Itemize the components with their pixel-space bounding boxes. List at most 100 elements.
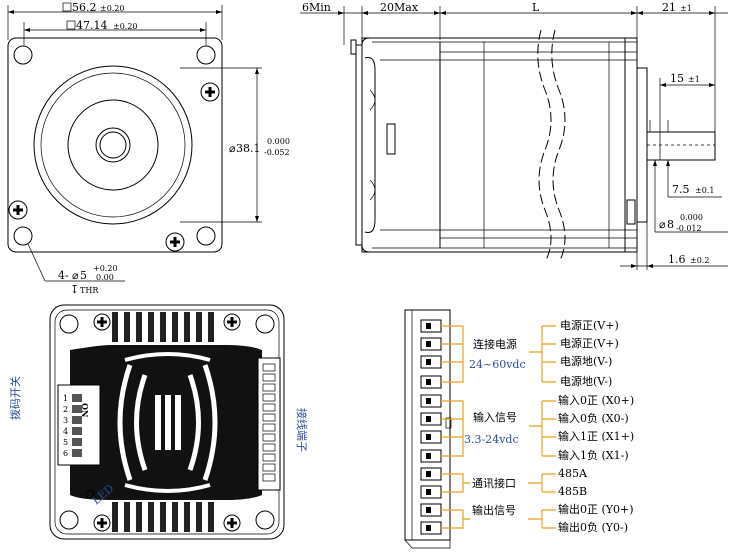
dim-21-tol: ±1 [680, 4, 692, 13]
screw-icon [8, 200, 28, 220]
pin-label: 输入1负 (X1-) [558, 448, 629, 462]
connector-pin-contact [426, 323, 431, 329]
screw-icon [200, 82, 220, 102]
dip-on-label: ON [80, 403, 90, 417]
led-indicator [85, 489, 95, 499]
connector-pin-contact [426, 379, 431, 385]
dim-1-6-tol: ±0.2 [690, 256, 709, 265]
dim-6min-text: 6Min [302, 1, 331, 14]
heatsink-fins-bottom [112, 502, 214, 532]
group-title-power: 连接电源 [473, 337, 517, 351]
dim-hole-spacing-text: 47.14 [76, 19, 108, 32]
dim-21-text: 21 [662, 1, 676, 14]
hole-dia-text: 5 [80, 269, 87, 282]
dim-1-6-text: 1.6 [668, 253, 686, 266]
dim-7-5-text: 7.5 [672, 183, 690, 196]
motor-face-outline [7, 37, 223, 253]
connector-pin-contact [426, 359, 431, 365]
dip-number: 6 [63, 449, 68, 458]
hole-callout-text: 4- [58, 269, 69, 282]
pin-label: 输入0负 (X0-) [558, 411, 629, 425]
hole-tol-lower: 0.00 [96, 273, 114, 282]
terminal-diagram: 连接电源 24~60vdc 电源正(V+) 电源正(V+) 电源地(V-) 电源… [404, 309, 634, 549]
screw-icon [223, 514, 241, 532]
connector-pin-contact [426, 471, 431, 477]
dim-15-text: 15 [670, 72, 684, 85]
mount-hole-tr [255, 314, 275, 334]
screw-icon [165, 232, 185, 252]
connector-pin-contact [426, 489, 431, 495]
dip-number: 4 [63, 427, 68, 436]
dim-pilot-text: 38.1 [236, 142, 261, 155]
pin-label: 输出0负 (Y0-) [558, 520, 628, 534]
dim-pilot-tol-lower: -0.052 [264, 148, 290, 157]
pin-label: 电源正(V+) [560, 318, 619, 332]
mount-hole-bl [59, 510, 79, 530]
diameter-symbol: ⌀ [229, 142, 236, 155]
dip-switch-levers [72, 394, 82, 457]
terminal-pins [262, 363, 276, 482]
connector-pin-contact [426, 434, 431, 440]
dip-number: 1 [63, 394, 68, 403]
dim-shaft-text: 8 [667, 218, 674, 231]
dim-outer-tol: ±0.20 [100, 4, 125, 13]
pilot-boss [67, 99, 159, 191]
hole-tol-upper: +0.20 [93, 264, 118, 273]
pin-label: 输入0正 (X0+) [558, 393, 634, 407]
mount-hole-tl [13, 45, 33, 65]
pilot-outer [33, 65, 193, 225]
hole-depth-text: THR [80, 286, 99, 295]
back-view: ON 1 2 3 4 5 6 拨码开关 接线端子 LED [8, 304, 309, 540]
group-title-comm: 通讯接口 [472, 477, 516, 490]
connector-pin-contact [426, 507, 431, 513]
dim-7-5-tol: ±0.1 [695, 186, 714, 195]
usb-port [386, 123, 396, 155]
group-subtitle-input: 3.3-24vdc [464, 433, 519, 446]
group-title-input: 输入信号 [473, 410, 517, 424]
dim-shaft-tol-lower: -0.012 [676, 224, 702, 233]
mount-hole-br [196, 226, 216, 246]
diameter-symbol: ⌀ [659, 218, 666, 231]
dip-number: 3 [63, 416, 68, 425]
motor-body-outline [361, 37, 638, 253]
group-title-output: 输出信号 [472, 503, 516, 517]
connector-stub [350, 39, 357, 55]
connector-pin-contact [426, 398, 431, 404]
front-view: 56.2 ±0.20 47.14 ±0.20 [7, 1, 290, 296]
mount-hole-br [255, 510, 275, 530]
connector-pins [420, 319, 442, 535]
dip-number: 5 [63, 438, 68, 447]
dim-outer-text: 56.2 [72, 1, 97, 14]
pin-label: 485B [558, 485, 587, 498]
depth-symbol: ↧ [70, 283, 79, 296]
connector-pin-contact [426, 525, 431, 531]
heatsink-fins-top [112, 312, 214, 342]
pin-label: 电源正(V+) [560, 336, 619, 350]
dim-hole-spacing-tol: ±0.20 [113, 22, 138, 31]
mount-hole-tr [196, 45, 216, 65]
connector-pin-contact [426, 453, 431, 459]
screw-icon [93, 313, 111, 331]
dip-number: 2 [63, 405, 68, 414]
group-subtitle-power: 24~60vdc [469, 358, 526, 371]
mount-hole-tl [59, 314, 79, 334]
terminal-label: 接线端子 [295, 408, 309, 452]
dim-15-tol: ±1 [688, 75, 700, 84]
side-view: 6Min 20Max L 21 ±1 [300, 1, 728, 270]
dim-shaft-tol-upper: 0.000 [680, 213, 703, 222]
pin-label: 电源地(V-) [560, 354, 612, 368]
dim-pilot-tol-upper: 0.000 [267, 137, 290, 146]
dip-switch-label: 拨码开关 [8, 376, 22, 420]
pin-label: 电源地(V-) [560, 374, 612, 388]
diameter-symbol: ⌀ [72, 269, 79, 282]
pin-label: 485A [558, 467, 588, 480]
pilot-boss-side [636, 67, 648, 223]
dim-L-text: L [532, 1, 540, 14]
shaft-circle [99, 131, 127, 159]
shaft [646, 131, 716, 161]
pin-label: 输入1正 (X1+) [558, 429, 634, 443]
back-cover-outline [49, 304, 285, 540]
mount-hole-bl [13, 226, 33, 246]
screw-icon [93, 514, 111, 532]
